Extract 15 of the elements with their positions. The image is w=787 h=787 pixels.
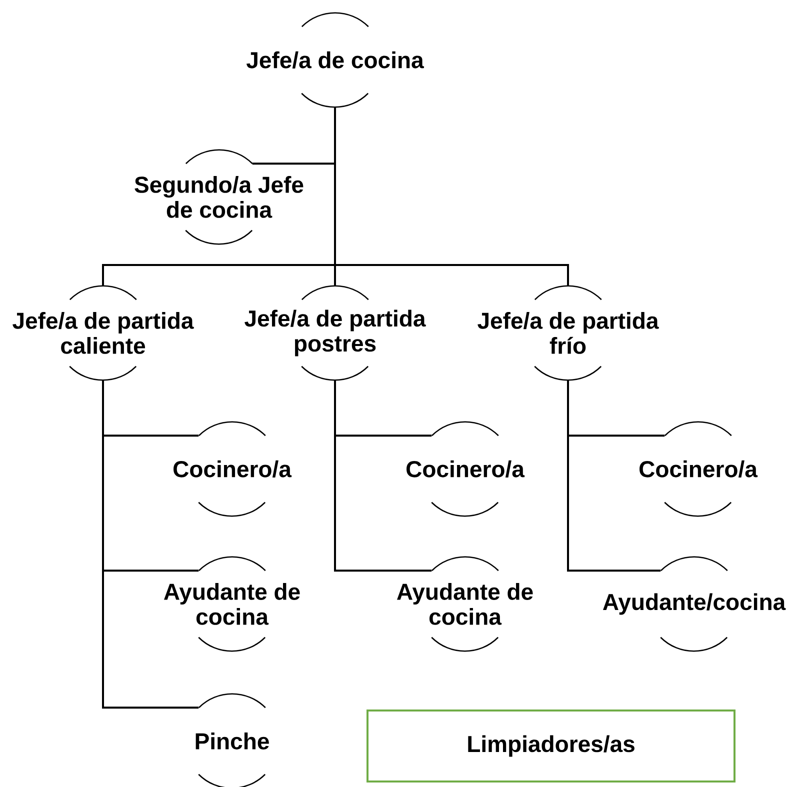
connector-line [334, 380, 432, 572]
role-node: Cocinero/a [406, 421, 525, 517]
box: Limpiadores/as [366, 710, 736, 782]
role-node: Jefe/a de partida frío [478, 285, 659, 381]
role-node: Ayudante de cocina [164, 556, 300, 652]
role-node: Jefe/a de cocina [246, 12, 424, 108]
role-node: Jefe/a de partida caliente [12, 285, 194, 381]
role-node: Segundo/a Jefe de cocina [134, 149, 304, 245]
role-node: Ayudante/cocina [603, 556, 786, 652]
role-node: Jefe/a de partida postres [244, 285, 426, 381]
connector-line [567, 380, 661, 572]
role-node: Cocinero/a [174, 421, 292, 517]
role-node: Pinche [196, 693, 269, 787]
role-node: Ayudante de cocina [397, 556, 533, 652]
role-node: Cocinero/a [640, 421, 758, 517]
